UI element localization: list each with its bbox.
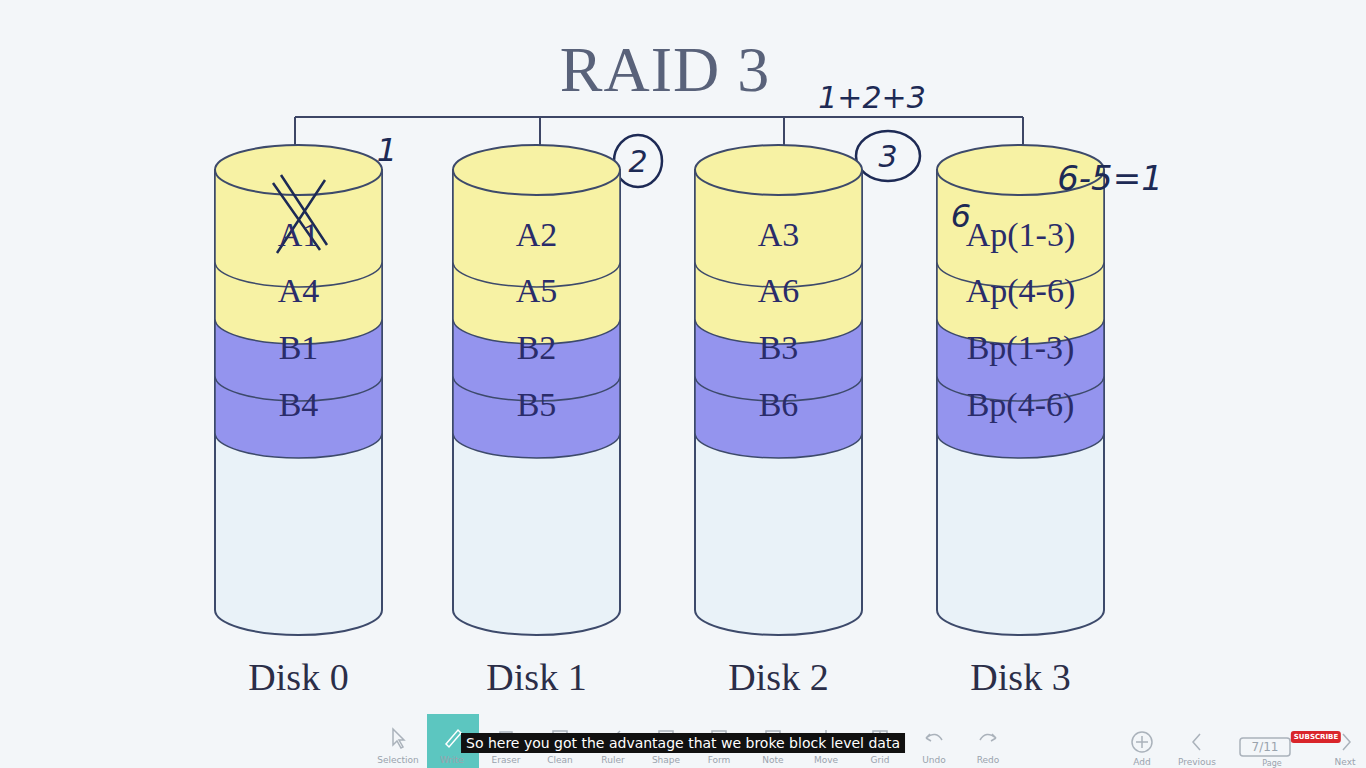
data-block: A3 — [695, 207, 862, 262]
data-block: Bp(4-6) — [937, 376, 1104, 433]
data-band — [453, 170, 620, 344]
cylinder-top — [215, 145, 382, 195]
toolbar-label: Shape — [652, 755, 680, 765]
toolbar-label: Clean — [547, 755, 573, 765]
data-band — [453, 170, 620, 401]
block-label: B3 — [759, 329, 799, 367]
block-label: Bp(1-3) — [967, 329, 1075, 367]
data-band — [937, 170, 1104, 401]
hand-note: 6 — [951, 197, 971, 235]
toolbar-label: Next — [1335, 757, 1356, 767]
block-label: Ap(1-3) — [966, 216, 1076, 254]
toolbar-label: Move — [814, 755, 838, 765]
hand-note: 2 — [628, 144, 647, 179]
data-band — [215, 170, 382, 344]
page-number: 7/11 — [1252, 740, 1279, 754]
cylinder-top — [453, 145, 620, 195]
disk-bracket — [295, 117, 1023, 172]
disk-label: Disk 1 — [486, 655, 586, 699]
disk-cylinder: Disk 1A2A5B2B5 — [453, 145, 620, 635]
block-label: B2 — [517, 329, 557, 367]
toolbar-icons — [393, 729, 1350, 756]
toolbar-label: Write — [440, 755, 464, 765]
toolbar-label: Note — [762, 755, 783, 765]
disk-label: Disk 3 — [970, 655, 1070, 699]
cylinder-body — [937, 170, 1104, 635]
toolbar-label: Eraser — [492, 755, 521, 765]
block-label: B6 — [759, 386, 799, 424]
data-block: B4 — [215, 376, 382, 433]
toolbar-label: Ruler — [601, 755, 624, 765]
data-block: B1 — [215, 319, 382, 376]
block-label: A1 — [278, 216, 320, 254]
block-label: Bp(4-6) — [967, 386, 1075, 424]
hand-note: 6-5=1 — [1057, 158, 1163, 198]
toolbar-label: Selection — [377, 755, 418, 765]
hand-note: 1 — [377, 131, 397, 169]
toolbar-label: Previous — [1178, 757, 1216, 767]
hand-cross — [273, 175, 327, 253]
block-label: A2 — [516, 216, 558, 254]
hand-note: 3 — [878, 139, 897, 174]
data-block: A1 — [215, 207, 382, 262]
data-band — [453, 170, 620, 458]
block-label: B1 — [279, 329, 319, 367]
cylinder-top — [695, 145, 862, 195]
data-block: A5 — [453, 262, 620, 319]
data-band — [695, 170, 862, 401]
data-block: Ap(4-6) — [937, 262, 1104, 319]
disk-label: Disk 0 — [248, 655, 348, 699]
data-band — [937, 170, 1104, 458]
data-band — [695, 170, 862, 344]
data-block: B5 — [453, 376, 620, 433]
data-band — [215, 170, 382, 458]
data-band — [215, 170, 382, 401]
data-block: A6 — [695, 262, 862, 319]
diagram-title: RAID 3 — [560, 33, 770, 107]
toolbar-label: Form — [708, 755, 731, 765]
block-label: A6 — [758, 272, 800, 310]
block-label: A3 — [758, 216, 800, 254]
toolbar-label: Undo — [922, 755, 946, 765]
cylinder-body — [453, 170, 620, 635]
block-label: B5 — [517, 386, 557, 424]
data-block: Bp(1-3) — [937, 319, 1104, 376]
disk-cylinder: Disk 0A1A4B1B4 — [215, 145, 382, 635]
block-label: B4 — [279, 386, 319, 424]
data-band — [695, 170, 862, 458]
data-block: B6 — [695, 376, 862, 433]
block-label: Ap(4-6) — [966, 272, 1076, 310]
cylinder-body — [695, 170, 862, 635]
toolbar-label: Redo — [977, 755, 1000, 765]
toolbar-label: Add — [1133, 757, 1150, 767]
block-label: A5 — [516, 272, 558, 310]
subscribe-badge: SUBSCRIBE — [1291, 731, 1341, 743]
hand-note: 1+2+3 — [818, 80, 926, 115]
toolbar-label: Grid — [871, 755, 890, 765]
disk-cylinder: Disk 2A3A6B3B6 — [695, 145, 862, 635]
cylinder-body — [215, 170, 382, 635]
data-block: B2 — [453, 319, 620, 376]
subtitle-caption: So here you got the advantage that we br… — [461, 733, 905, 753]
disk-label: Disk 2 — [728, 655, 828, 699]
data-block: B3 — [695, 319, 862, 376]
data-block: A2 — [453, 207, 620, 262]
block-label: A4 — [278, 272, 320, 310]
toolbar-label: Page — [1262, 759, 1281, 768]
data-block: A4 — [215, 262, 382, 319]
